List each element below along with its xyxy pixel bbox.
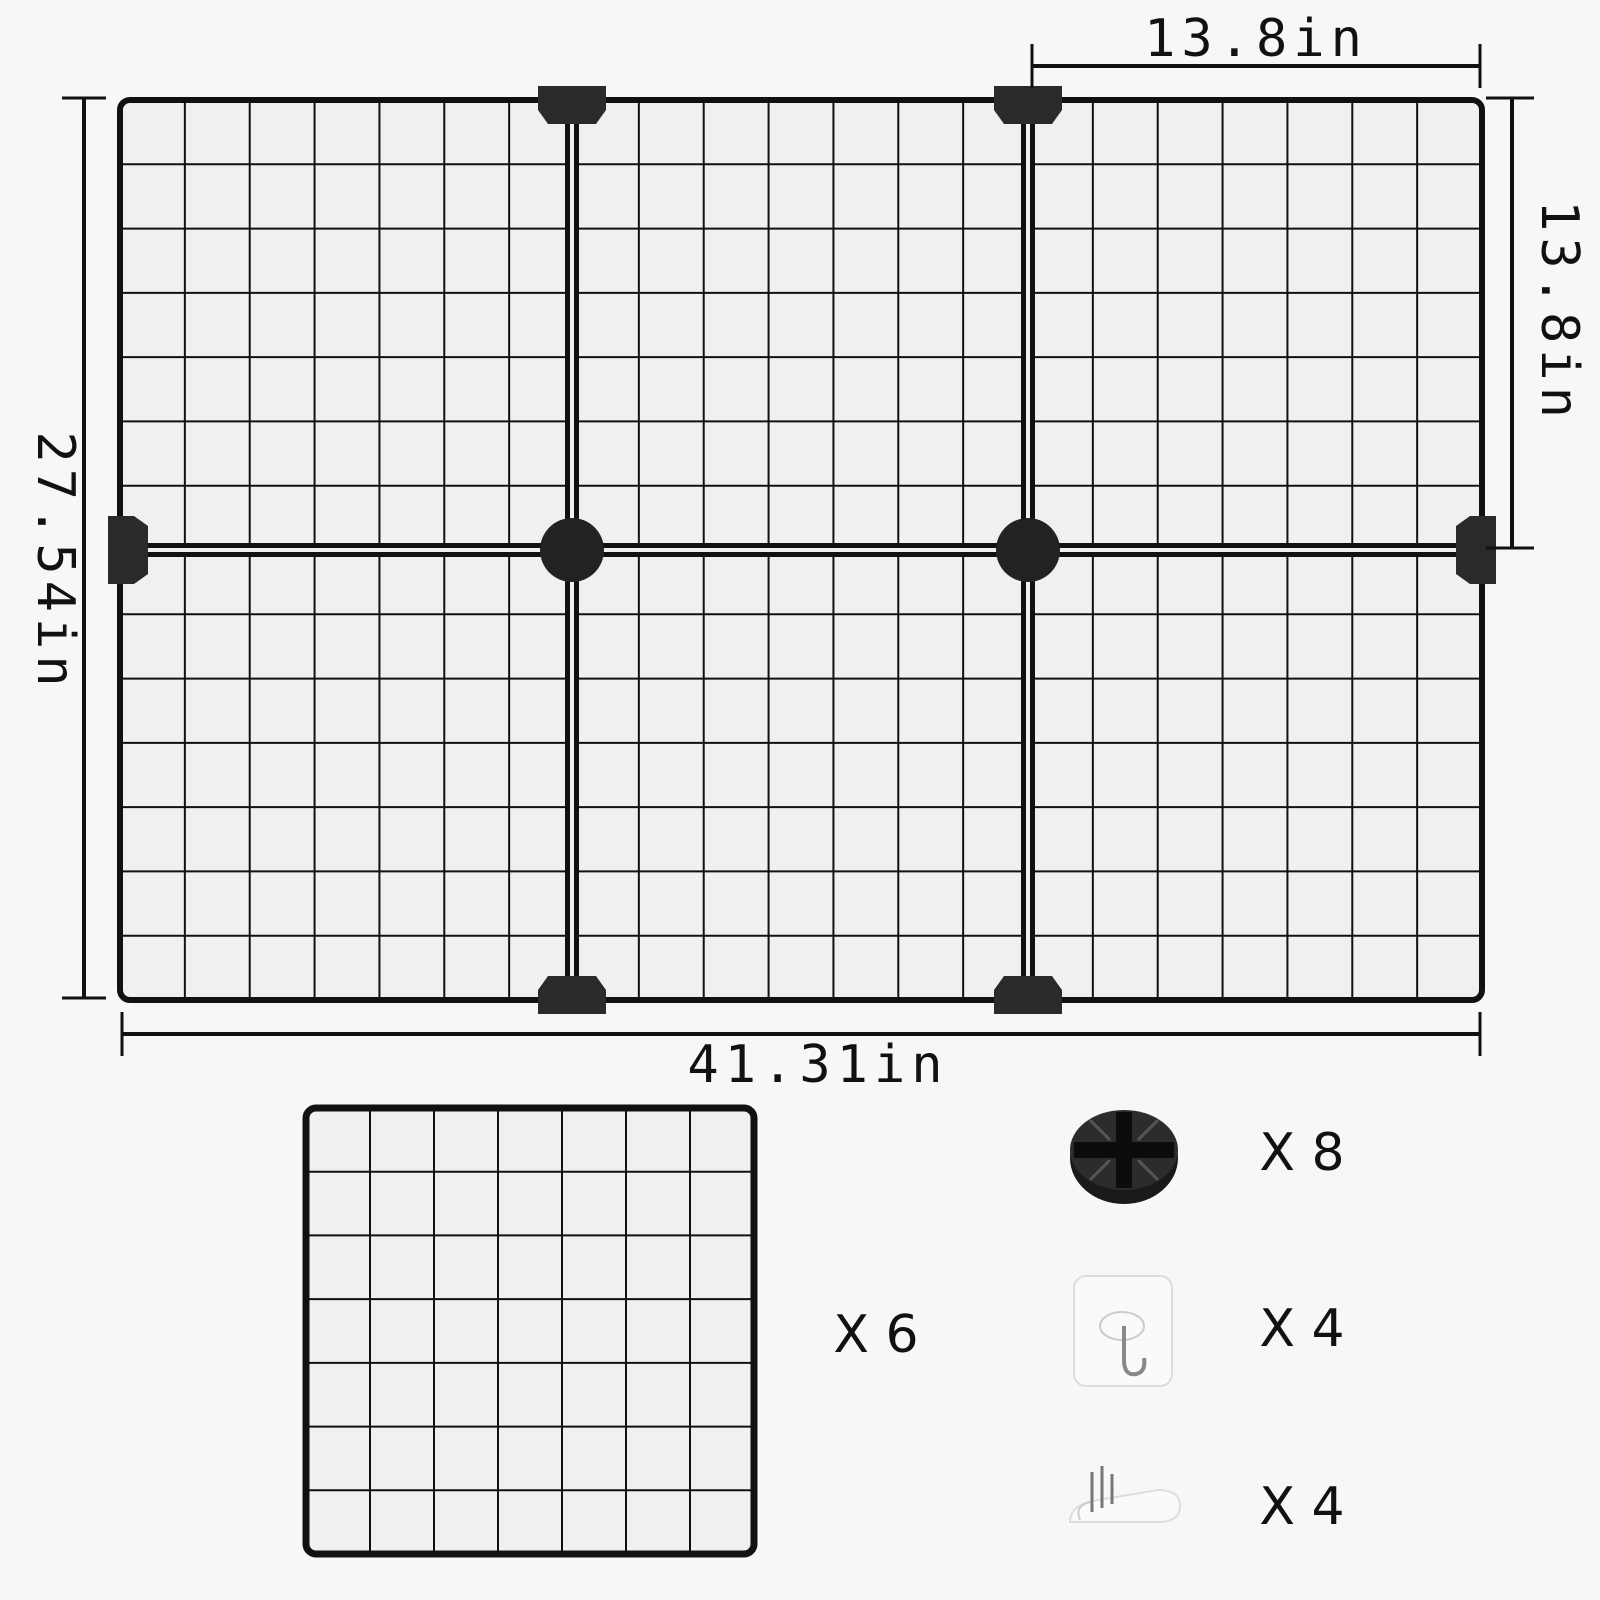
clip-quantity: X 4: [1259, 1477, 1344, 1537]
connector-quantity: X 8: [1259, 1123, 1344, 1183]
connector-bottom-right: [994, 976, 1062, 1014]
dimension-bottom: 41.31in: [120, 1012, 1482, 1095]
single-panel: [302, 1104, 758, 1558]
total-height-label: 27.54in: [25, 431, 85, 692]
connector-bottom-left: [538, 976, 606, 1014]
connector-top-right: [994, 86, 1062, 124]
connector-center-left: [540, 518, 604, 582]
hook-quantity: X 4: [1259, 1299, 1344, 1359]
wall-clip-icon: [1068, 1466, 1182, 1523]
dimension-top: 13.8in: [1030, 9, 1482, 88]
panel-height-label: 13.8in: [1529, 200, 1589, 424]
connector-top-left: [538, 86, 606, 124]
assembled-fence: [108, 86, 1496, 1014]
panel-width-label: 13.8in: [1144, 9, 1368, 69]
dimension-right: 13.8in: [1486, 96, 1589, 550]
total-width-label: 41.31in: [687, 1035, 948, 1095]
connector-center-right: [996, 518, 1060, 582]
single-panel-grid-lines: [306, 1108, 754, 1554]
dimension-left: 27.54in: [25, 96, 106, 1000]
connector-right-edge: [1456, 516, 1496, 584]
single-panel-frame: [302, 1104, 758, 1558]
connector-icon: [1070, 1110, 1178, 1204]
panel-quantity: X 6: [833, 1305, 918, 1365]
connector-left-edge: [108, 516, 148, 584]
adhesive-hook-icon: [1073, 1275, 1173, 1387]
